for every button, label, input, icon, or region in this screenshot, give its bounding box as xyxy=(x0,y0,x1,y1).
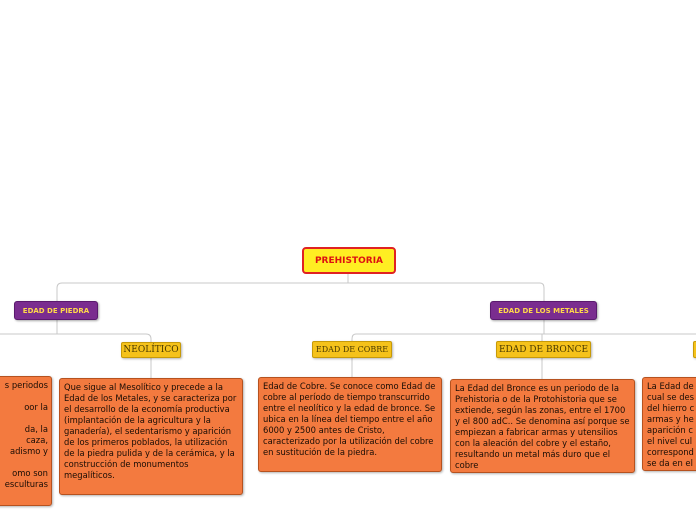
note-line: da, la xyxy=(24,424,48,434)
topic-node-edad-de-bronce[interactable]: EDAD DE BRONCE xyxy=(496,341,591,358)
note-line: el nivel cul xyxy=(647,436,693,446)
note-line: del hierro c xyxy=(647,403,695,413)
topic-node-label: EDAD DE BRONCE xyxy=(498,344,589,355)
note-line: caza, xyxy=(26,435,48,445)
topic-node-clipped-right[interactable] xyxy=(693,341,696,358)
note-line: La Edad de xyxy=(647,381,694,391)
note-line: oor la xyxy=(24,402,48,412)
branch-node-edad-de-piedra[interactable]: EDAD DE PIEDRA xyxy=(14,301,98,320)
connector-to-cobre xyxy=(351,333,357,341)
connector-to-piedra xyxy=(56,282,63,301)
note-edad-de-cobre: Edad de Cobre. Se conoce como Edad de co… xyxy=(258,377,442,472)
note-line xyxy=(0,413,48,424)
root-node-prehistoria[interactable]: PREHISTORIA xyxy=(302,247,396,274)
note-line xyxy=(0,457,48,468)
connector-to-metales xyxy=(539,282,545,301)
note-line: armas y he xyxy=(647,414,694,424)
topic-node-neolitico[interactable]: NEOLÍTICO xyxy=(121,342,181,358)
note-text: Edad de Cobre. Se conoce como Edad de co… xyxy=(263,381,436,457)
topic-node-label: NEOLÍTICO xyxy=(123,345,179,355)
note-line: omo son xyxy=(12,468,48,478)
topic-node-edad-de-cobre[interactable]: EDAD DE COBRE xyxy=(312,341,392,358)
note-neolitico: Que sigue al Mesolítico y precede a la E… xyxy=(59,378,243,495)
note-line: correspond xyxy=(647,447,694,457)
note-line: esculturas xyxy=(4,479,48,489)
note-edad-de-bronce: La Edad del Bronce es un periodo de la P… xyxy=(450,379,635,473)
note-line: adismo y xyxy=(9,446,48,456)
note-line: se da en el xyxy=(647,458,693,468)
topic-node-label: EDAD DE COBRE xyxy=(315,345,389,354)
connector-piedra-bar xyxy=(0,333,152,342)
branch-node-edad-de-los-metales[interactable]: EDAD DE LOS METALES xyxy=(490,301,597,320)
note-line: cual se des xyxy=(647,392,695,402)
branch-node-label: EDAD DE LOS METALES xyxy=(498,306,589,315)
note-line: s periodos xyxy=(4,380,48,390)
note-line: aparición c xyxy=(647,425,693,435)
branch-node-label: EDAD DE PIEDRA xyxy=(22,306,90,315)
note-edad-de-hierro-clipped: La Edad de cual se des del hierro c arma… xyxy=(642,377,696,471)
note-paleolitico-clipped: s periodos oor la da, la caza, adismo y … xyxy=(0,376,52,506)
root-node-label: PREHISTORIA xyxy=(314,255,384,266)
note-line xyxy=(0,391,48,402)
note-text: La Edad del Bronce es un periodo de la P… xyxy=(455,383,630,470)
note-text: Que sigue al Mesolítico y precede a la E… xyxy=(64,382,237,480)
